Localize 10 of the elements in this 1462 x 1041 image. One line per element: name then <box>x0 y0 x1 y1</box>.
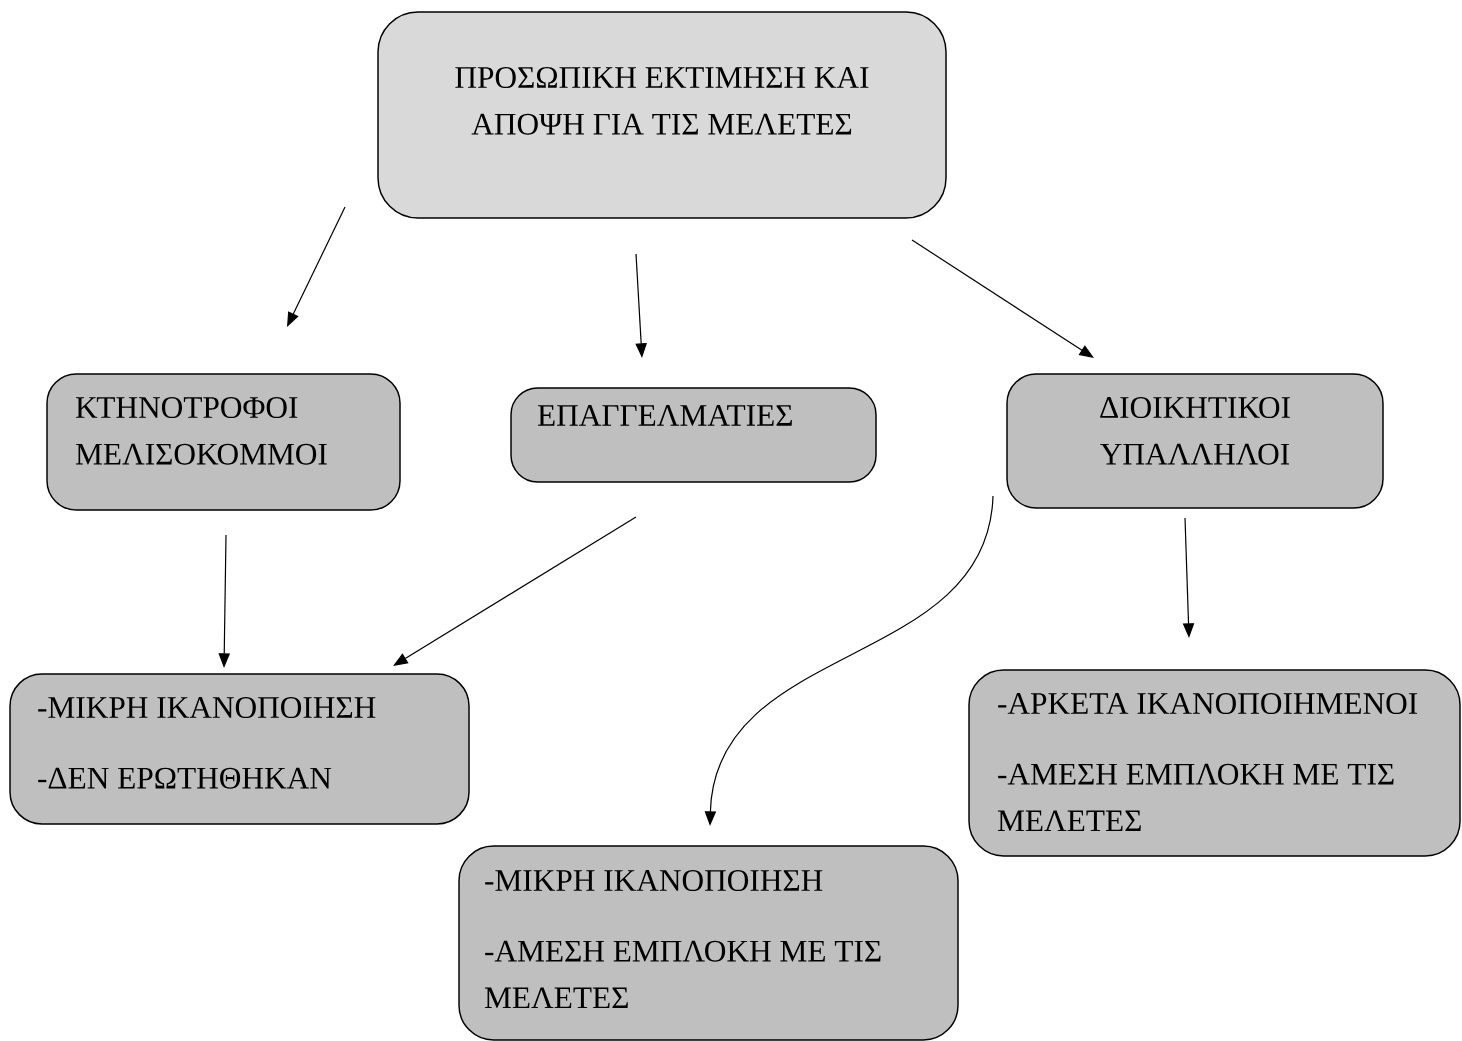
rounded-box: -ΜΙΚΡΗ ΙΚΑΝΟΠΟΙΗΣΗ -ΔΕΝ ΕΡΩΤΗΘΗΚΑΝ <box>9 673 470 825</box>
rounded-box: -ΜΙΚΡΗ ΙΚΑΝΟΠΟΙΗΣΗ -ΑΜΕΣΗ ΕΜΠΛΟΚΗ ΜΕ ΤΙΣ ΜΕΛΕΤΕΣ <box>458 845 959 1041</box>
rounded-box: ΔΙΟΙΚΗΤΙΚΟΙ ΥΠΑΛΛΗΛΟΙ <box>1006 373 1384 509</box>
arrow <box>911 239 1094 358</box>
arrow <box>393 516 637 666</box>
rounded-box: ΕΠΑΓΓΕΛΜΑΤΙΕΣ <box>510 387 877 483</box>
rounded-box: -ΑΡΚΕΤΑ ΙΚΑΝΟΠΟΙΗΜΕΝΟΙ -ΑΜΕΣΗ ΕΜΠΛΟΚΗ ΜΕ ΤΙΣ ΜΕΛΕΤΕΣ <box>968 669 1461 857</box>
rounded-box: ΚΤΗΝΟΤΡΟΦΟΙ ΜΕΛΙΣΟΚΟΜΜΟΙ <box>46 373 401 511</box>
rounded-box: ΠΡΟΣΩΠΙΚΗ ΕΚΤΙΜΗΣΗ ΚΑΙ ΑΠΟΨΗ ΓΙΑ ΤΙΣ ΜΕΛΕΤΕΣ <box>377 11 947 219</box>
arrow <box>287 206 346 327</box>
